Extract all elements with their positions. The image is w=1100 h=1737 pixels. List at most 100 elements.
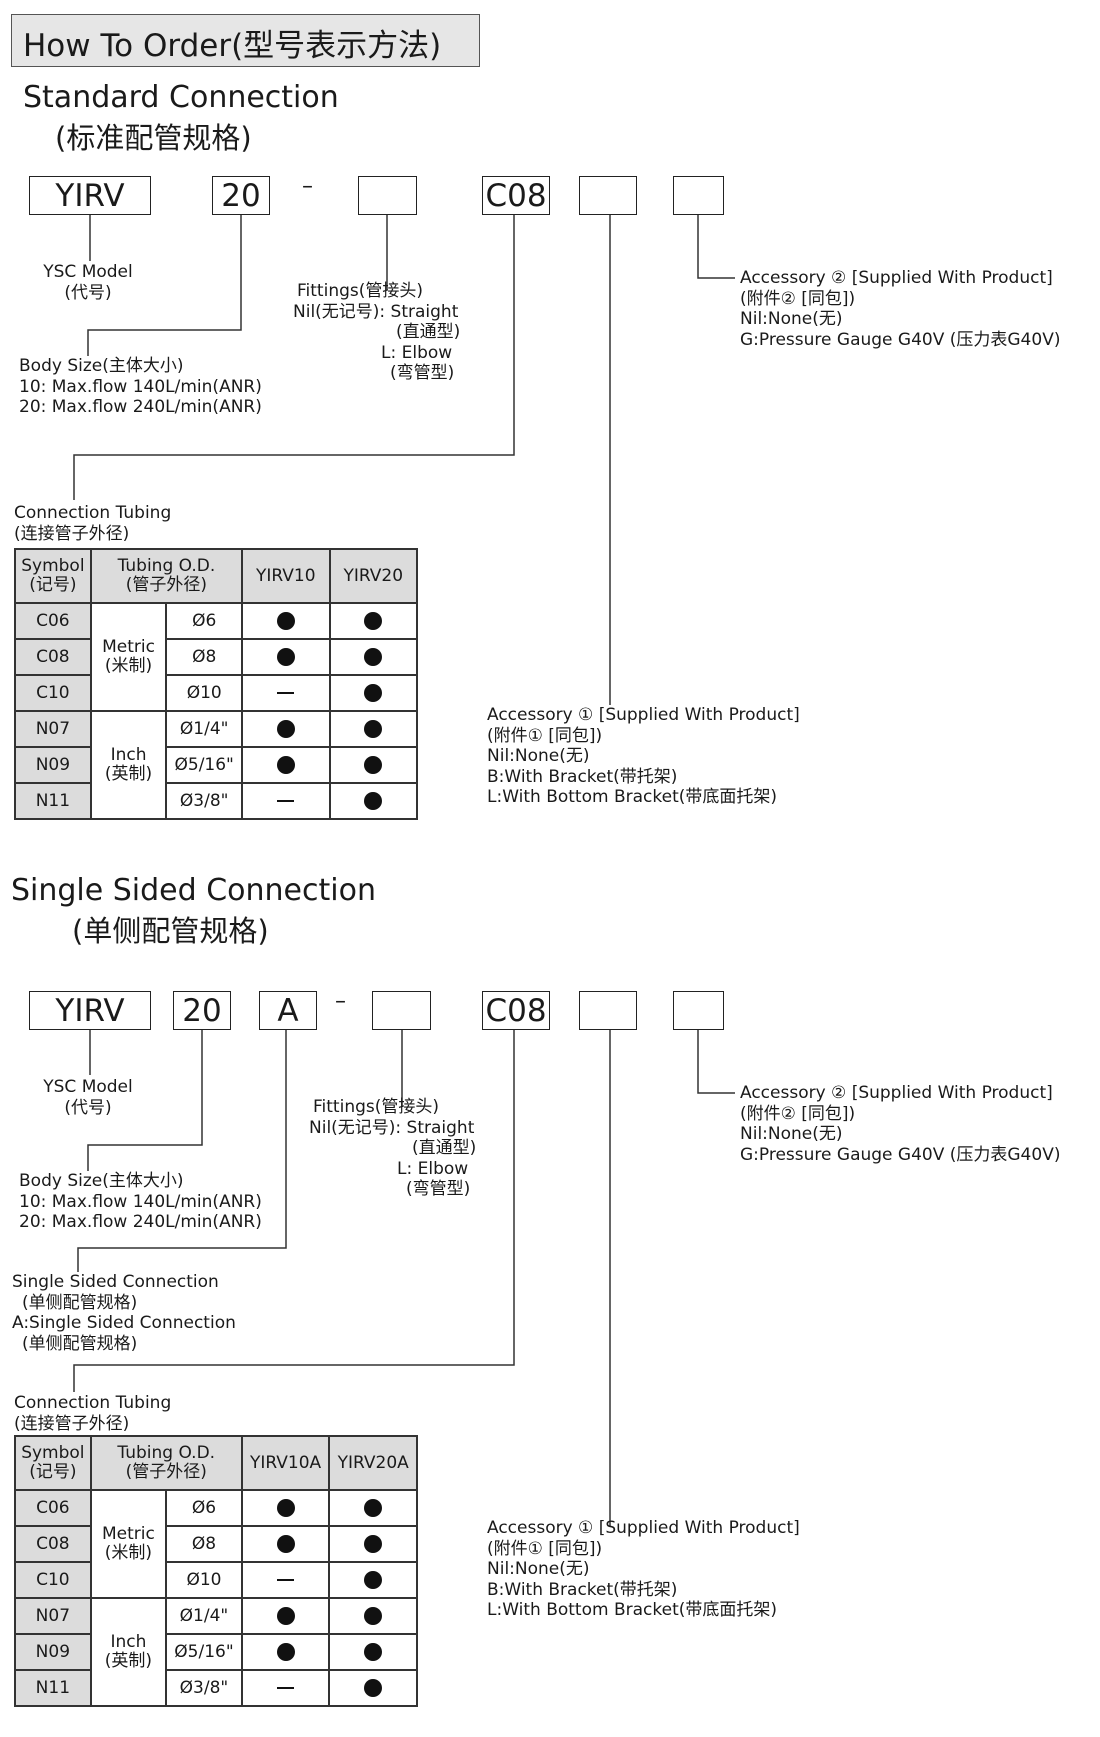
- avail-cell: [328, 710, 418, 748]
- separator-dash: –: [335, 989, 346, 1014]
- od-cell: Ø10: [165, 1561, 243, 1599]
- standard-title: Standard Connection: [23, 80, 339, 115]
- page-title: How To Order(型号表示方法): [23, 28, 442, 64]
- symbol-cell: C08: [14, 638, 92, 676]
- available-dot: [276, 1642, 295, 1661]
- model-code-box: YIRV: [29, 991, 151, 1030]
- available-dot: [276, 1534, 295, 1553]
- standard-subtitle: (标准配管规格): [55, 121, 252, 155]
- od-cell: Ø6: [165, 602, 244, 640]
- od-cell: Ø8: [165, 1525, 243, 1563]
- available-dot: [364, 755, 383, 774]
- header-od: Tubing O.D.(管子外径): [89, 548, 244, 604]
- avail-cell: [328, 674, 418, 712]
- available-dot: [364, 1498, 383, 1517]
- header-symbol: Symbol(记号): [14, 1435, 92, 1491]
- fitting-box: [358, 176, 417, 215]
- accessory1-box: [579, 176, 637, 215]
- od-cell: Ø6: [165, 1489, 243, 1527]
- body-size-label: Body Size(主体大小)10: Max.flow 140L/min(ANR…: [19, 356, 262, 417]
- model-label: YSC Model(代号): [43, 262, 133, 303]
- body-size-label: Body Size(主体大小)10: Max.flow 140L/min(ANR…: [19, 1171, 262, 1232]
- available-dot: [364, 1570, 383, 1589]
- available-dot: [276, 647, 295, 666]
- available-dot: [276, 1606, 295, 1625]
- avail-cell: [240, 1525, 331, 1563]
- accessory1-label: Accessory ① [Supplied With Product](附件① …: [487, 1518, 800, 1620]
- header-col1: YIRV10: [241, 548, 331, 604]
- avail-cell: [241, 638, 331, 676]
- avail-cell: [240, 1597, 331, 1635]
- available-dot: [364, 1678, 383, 1697]
- header-col1: YIRV10A: [240, 1435, 331, 1491]
- body-size-box: 20: [173, 991, 231, 1030]
- tubing-label: Connection Tubing(连接管子外径): [14, 1393, 172, 1434]
- available-dot: [364, 791, 383, 810]
- separator-dash: –: [302, 174, 313, 199]
- avail-cell: [240, 1633, 331, 1671]
- single-title: Single Sided Connection: [11, 873, 376, 908]
- avail-cell: [328, 638, 418, 676]
- od-cell: Ø8: [165, 638, 244, 676]
- avail-cell: [328, 1633, 418, 1671]
- header-col2: YIRV20: [328, 548, 418, 604]
- avail-cell: [241, 602, 331, 640]
- symbol-cell: C08: [14, 1525, 92, 1563]
- avail-cell: [328, 1489, 418, 1527]
- accessory2-label: Accessory ② [Supplied With Product](附件② …: [740, 1083, 1061, 1165]
- available-dot: [364, 1534, 383, 1553]
- fittings-label: Fittings(管接头)Nil(无记号): Straight(直通型)L: E…: [309, 1097, 477, 1199]
- available-dot: [276, 719, 295, 738]
- avail-cell: [240, 1561, 331, 1599]
- symbol-cell: N07: [14, 710, 92, 748]
- unavailable-dash: [277, 1686, 295, 1689]
- inch-cell: Inch(英制): [89, 1597, 168, 1707]
- metric-cell: Metric(米制): [89, 602, 168, 712]
- model-code-box: YIRV: [29, 176, 151, 215]
- avail-cell: [328, 746, 418, 784]
- avail-cell: [240, 1489, 331, 1527]
- symbol-cell: C06: [14, 1489, 92, 1527]
- accessory1-label: Accessory ① [Supplied With Product](附件① …: [487, 705, 800, 807]
- available-dot: [364, 611, 383, 630]
- tubing-box: C08: [482, 991, 550, 1030]
- od-cell: Ø3/8": [165, 782, 244, 820]
- od-cell: Ø5/16": [165, 1633, 243, 1671]
- avail-cell: [328, 602, 418, 640]
- symbol-cell: N11: [14, 782, 92, 820]
- available-dot: [276, 755, 295, 774]
- body-size-box: 20: [212, 176, 270, 215]
- available-dot: [276, 1498, 295, 1517]
- available-dot: [364, 719, 383, 738]
- accessory2-box: [673, 991, 724, 1030]
- avail-cell: [241, 674, 331, 712]
- symbol-cell: C06: [14, 602, 92, 640]
- available-dot: [276, 611, 295, 630]
- fittings-label: Fittings(管接头)Nil(无记号): Straight(直通型)L: E…: [293, 281, 461, 383]
- title-box: [11, 14, 480, 67]
- accessory2-label: Accessory ② [Supplied With Product](附件② …: [740, 268, 1061, 350]
- symbol-cell: N09: [14, 746, 92, 784]
- unavailable-dash: [277, 691, 295, 694]
- header-col2: YIRV20A: [328, 1435, 418, 1491]
- unavailable-dash: [277, 799, 295, 802]
- symbol-cell: N07: [14, 1597, 92, 1635]
- tubing-box: C08: [482, 176, 550, 215]
- tubing-table: Symbol(记号) Tubing O.D.(管子外径) YIRV10 YIRV…: [14, 548, 418, 820]
- symbol-cell: C10: [14, 1561, 92, 1599]
- available-dot: [364, 683, 383, 702]
- symbol-cell: C10: [14, 674, 92, 712]
- avail-cell: [328, 1669, 418, 1707]
- header-od: Tubing O.D.(管子外径): [89, 1435, 243, 1491]
- metric-cell: Metric(米制): [89, 1489, 168, 1599]
- single-subtitle: (单侧配管规格): [72, 914, 269, 948]
- symbol-cell: N11: [14, 1669, 92, 1707]
- od-cell: Ø5/16": [165, 746, 244, 784]
- connection-box: A: [259, 991, 317, 1030]
- od-cell: Ø10: [165, 674, 244, 712]
- avail-cell: [328, 1525, 418, 1563]
- avail-cell: [328, 782, 418, 820]
- model-label: YSC Model(代号): [43, 1077, 133, 1118]
- avail-cell: [328, 1561, 418, 1599]
